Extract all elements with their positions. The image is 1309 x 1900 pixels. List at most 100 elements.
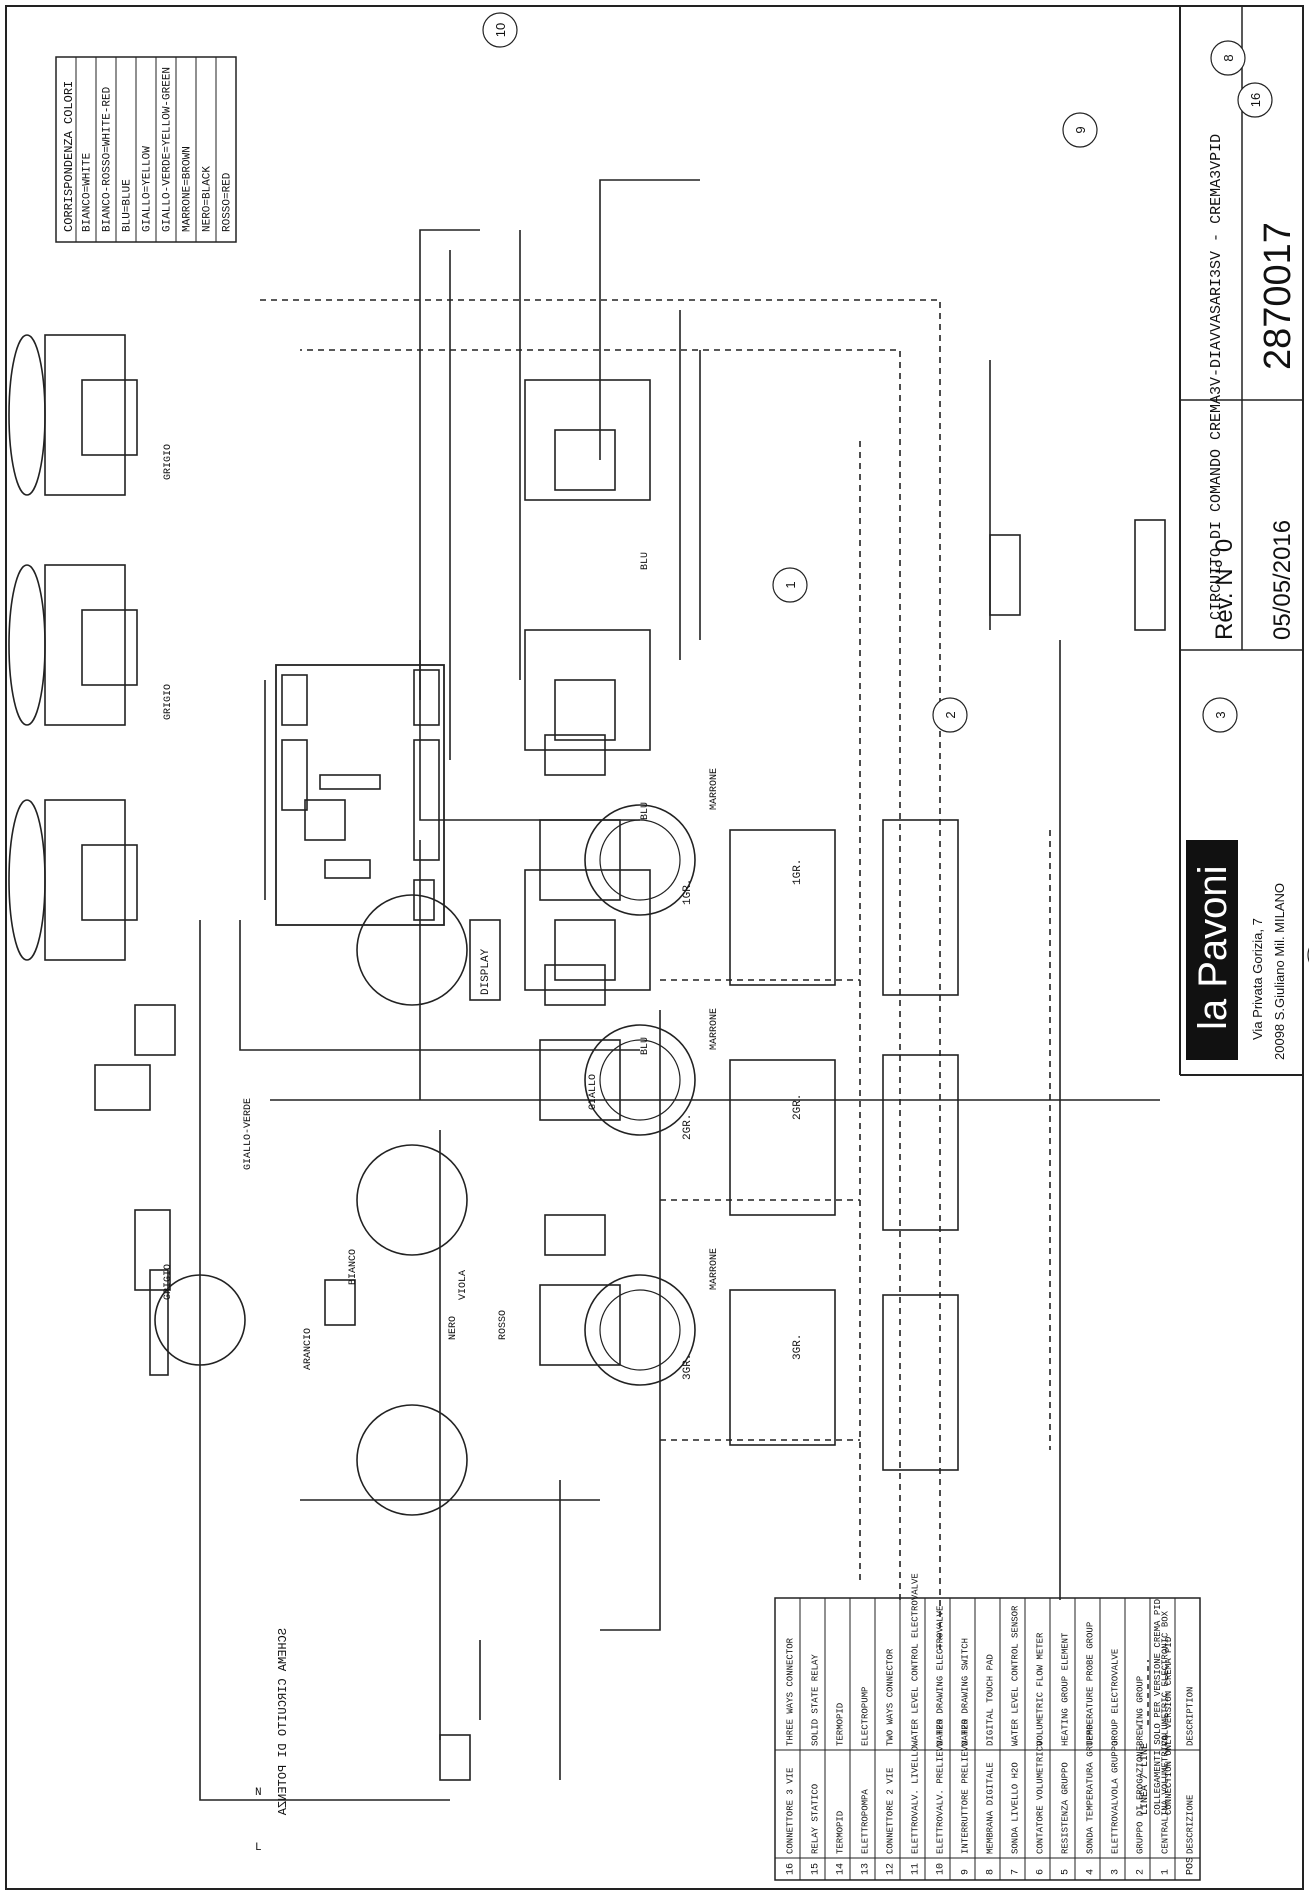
address-line1: Via Privata Gorizia, 7 (1250, 918, 1265, 1040)
line-note-title: LINEA / LINE (1139, 1743, 1151, 1815)
parts-descrizione: SONDA TEMPERATURA GRUPPO (1086, 1724, 1096, 1854)
parts-description: TERMOPID (836, 1703, 846, 1746)
power-note-line1: SCHEMA CIRCUITO DI POTENZA (276, 1628, 290, 1816)
wire-label-giallo-verde: GIALLO-VERDE (243, 1098, 254, 1170)
wire-label-blu-3: BLU (640, 1037, 651, 1055)
legend-row: BLU=BLUE (122, 179, 134, 232)
callout-circle (482, 12, 518, 48)
legend-row: GIALLO-VERDE=YELLOW-GREEN (162, 67, 174, 232)
parts-description: DIGITAL TOUCH PAD (986, 1654, 996, 1746)
parts-description: WATER DRAWING ELECTROVALVE (936, 1606, 946, 1746)
parts-pos: 5 (1061, 1869, 1072, 1875)
relay-group-label: 1GR. (792, 859, 804, 885)
callout-number: 9 (1073, 126, 1088, 133)
display-box (469, 919, 501, 1001)
parts-pos: 3 (1111, 1869, 1122, 1875)
callout-circle (1062, 112, 1098, 148)
wire-label-rosso: ROSSO (498, 1310, 509, 1340)
board-transformer (304, 799, 346, 841)
parts-descrizione: ELETTROVALV. PRELIEVO H2O (936, 1719, 946, 1854)
parts-description: VOLUMETRIC FLOW METER (1036, 1632, 1046, 1746)
parts-description: TEMPERATURE PROBE GROUP (1086, 1622, 1096, 1746)
wire-label-marrone-2: MARRONE (709, 1008, 720, 1050)
parts-descrizione: SONDA LIVELLO H2O (1011, 1762, 1021, 1854)
wire-labels: BLU BLU BLU MARRONE MARRONE MARRONE GRIG… (163, 444, 720, 1854)
parts-pos: 16 (786, 1863, 797, 1875)
parts-pos: 14 (836, 1863, 847, 1875)
parts-descrizione: ELETTROVALV. LIVELLO (911, 1746, 921, 1854)
board-fuse (319, 774, 381, 790)
board-connector-bottom (413, 669, 440, 726)
wire-label-arancio: ARANCIO (303, 1328, 314, 1370)
callout-circle (932, 697, 968, 733)
drawing-number: 2870017 (1257, 222, 1299, 370)
parts-description: ELECTROPUMP (861, 1687, 871, 1746)
group-label: 1GR. (682, 879, 694, 905)
parts-description: BREWING GROUP (1136, 1676, 1146, 1746)
parts-descrizione: RESISTENZA GRUPPO (1061, 1762, 1071, 1854)
board-connector-top2 (281, 739, 308, 811)
callout-number: 3 (1213, 711, 1228, 718)
parts-descrizione: DESCRIZIONE (1186, 1795, 1196, 1854)
line-note: LINEA / LINE COLLEGAMENTI SOLO PER VERSI… (1139, 1599, 1174, 1815)
ir-box-1 (413, 879, 435, 921)
parts-descrizione: GRUPPO DI EROGAZIONE (1136, 1746, 1146, 1854)
wire-label-marrone-3: MARRONE (709, 1248, 720, 1290)
parts-pos: 6 (1036, 1869, 1047, 1875)
line-note-text1: COLLEGAMENTI SOLO PER VERSIONE CREMA PID (1153, 1599, 1163, 1815)
wire-label-marrone-1: MARRONE (709, 768, 720, 810)
title-block: CIRCUITO DI COMANDO CREMA3V-DIAVVASARI3S… (1179, 6, 1303, 1076)
wire-label-grigio-2: GRIGIO (163, 684, 174, 720)
callout-circle (1202, 697, 1238, 733)
wire-label-bianco: BIANCO (348, 1249, 359, 1285)
legend-row: GIALLO=YELLOW (142, 146, 154, 232)
callout-circle (1210, 40, 1246, 76)
wire-label-viola: VIOLA (458, 1270, 469, 1300)
wire-label-blu-2: BLU (640, 802, 651, 820)
parts-description: DESCRIPTION (1186, 1687, 1196, 1746)
power-circuit-note: SCHEMA CIRCUITO DI POTENZA (276, 1628, 290, 1816)
sheet-border (5, 5, 1304, 1890)
callout-number: 8 (1221, 54, 1236, 61)
parts-descrizione: CENTRALINA VOLUMETRICA (1161, 1735, 1171, 1854)
parts-pos: 15 (811, 1863, 822, 1875)
parts-pos: 2 (1136, 1869, 1147, 1875)
parts-descrizione: CONNETTORE 3 VIE (786, 1768, 796, 1854)
callout-number: 1 (783, 581, 798, 588)
parts-description: GROUP ELECTROVALVE (1111, 1649, 1121, 1746)
company-logo: la Pavoni (1186, 840, 1238, 1060)
parts-descrizione: CONTATORE VOLUMETRICO (1036, 1741, 1046, 1854)
board-connector-top (281, 674, 308, 726)
legend-row: MARRONE=BROWN (182, 146, 194, 232)
parts-pos: 1 (1161, 1869, 1172, 1875)
wire-label-grigio-3: GRIGIO (163, 444, 174, 480)
legend-row: ROSSO=RED (222, 172, 234, 232)
parts-description: SOLID STATE RELAY (811, 1654, 821, 1746)
revision-date: 05/05/2016 (1269, 520, 1296, 640)
parts-pos: 11 (911, 1863, 922, 1875)
parts-description: VOLUMETRIC ELECTRONIC BOX (1161, 1610, 1171, 1746)
parts-descrizione: ELETTROPOMPA (861, 1789, 871, 1854)
parts-descrizione: RELAY STATICO (811, 1784, 821, 1854)
callout-number: 10 (493, 23, 508, 37)
parts-descrizione: MEMBRANA DIGITALE (986, 1762, 996, 1854)
control-board (275, 664, 445, 926)
parts-pos: 9 (961, 1869, 972, 1875)
parts-pos: 10 (936, 1863, 947, 1875)
parts-pos: POS (1186, 1857, 1197, 1875)
revision-text: Rev. N° 0 (1211, 539, 1238, 640)
wire-label-blu-1: BLU (640, 552, 651, 570)
parts-descrizione: ELETTROVALVOLA GRUPPO (1111, 1741, 1121, 1854)
parts-pos: 8 (986, 1869, 997, 1875)
parts-descrizione: INTERRUTTORE PRELIEVO H2O (961, 1719, 971, 1854)
parts-description: WATER LEVEL CONTROL ELECTROVALVE (911, 1573, 921, 1746)
callout-number: 2 (943, 711, 958, 718)
company-name: la Pavoni (1191, 865, 1235, 1030)
display-label: DISPLAY (480, 948, 492, 995)
callouts: 12345678910111213141516 (482, 12, 1309, 963)
address-line2: 20098 S.Giuliano Mil. MILANO (1272, 883, 1287, 1060)
wire-label-grigio-1: GRIGIO (163, 1264, 174, 1300)
